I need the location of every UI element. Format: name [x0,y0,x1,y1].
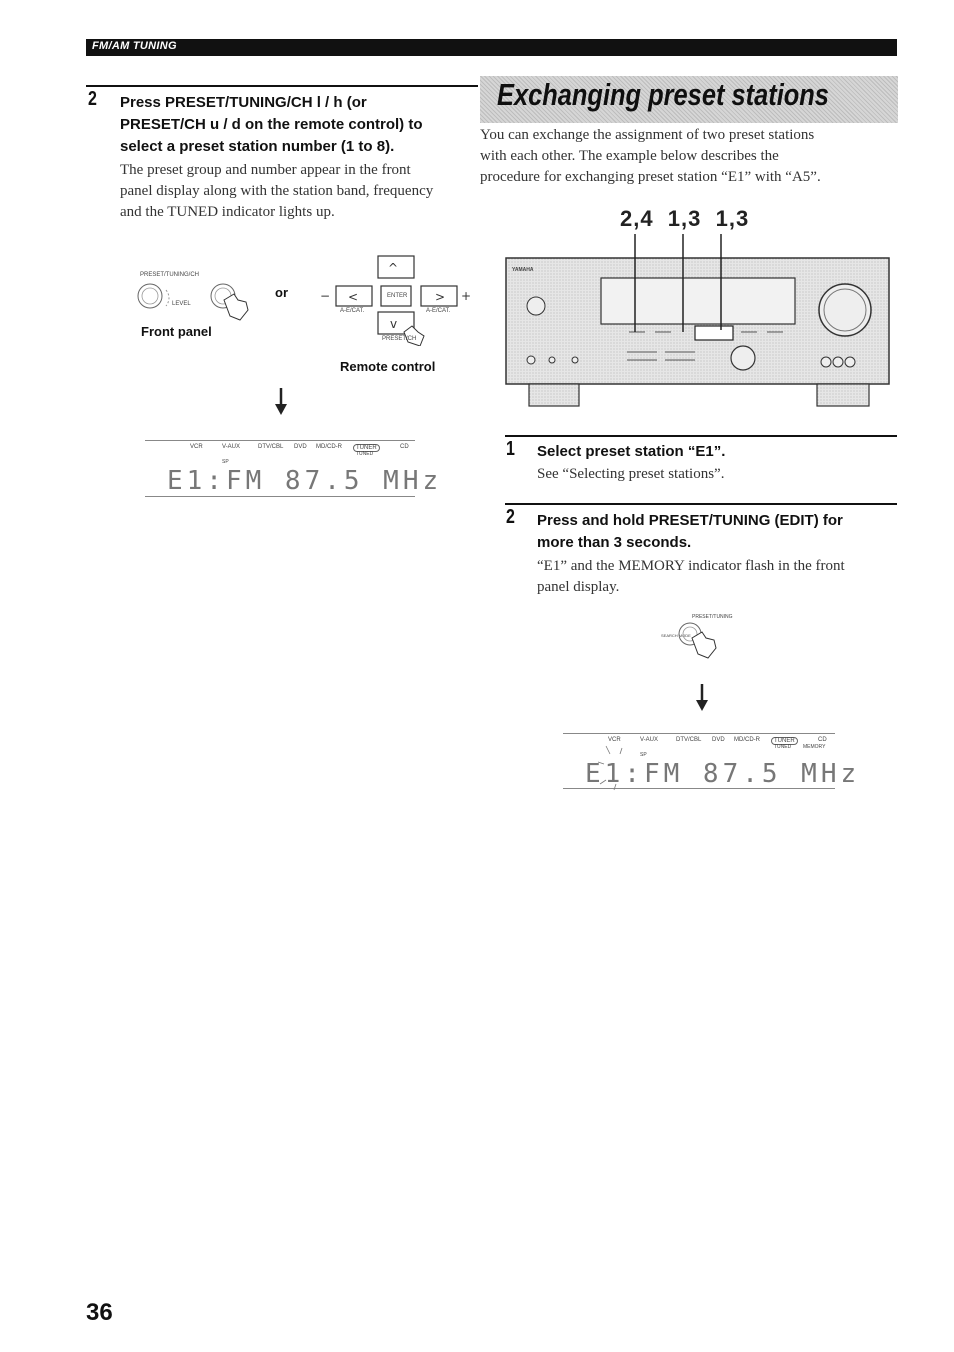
level-label: LEVEL [172,301,191,307]
step-title-line: Press PRESET/TUNING/CH l / h (or [120,94,367,111]
step-title: Select preset station “E1”. [537,443,726,460]
page-number: 36 [86,1299,113,1326]
indicator-vaux: V-AUX [222,444,241,450]
section-header-bar [86,39,897,56]
step-divider [86,85,478,87]
svg-text:>: > [435,290,445,304]
svg-text:+: + [461,289,471,303]
tuned-label: TUNED [774,744,792,750]
svg-text:v: v [390,317,397,331]
brand-logo: YAMAHA [512,267,534,273]
section-header-label: FM/AM TUNING [92,40,177,52]
step-title-line: select a preset station number (1 to 8). [120,138,395,155]
indicator-cd: CD [400,444,409,450]
step-body-line: and the TUNED indicator lights up. [120,204,335,220]
step-body-line: “E1” and the MEMORY indicator flash in t… [537,558,845,574]
indicator-vaux: V-AUX [640,737,659,743]
arrow-down-icon [696,684,708,711]
step-body-line: panel display along with the station ban… [120,183,434,199]
lcd-readout-flashing: E1:FM 87.5 MHz [585,759,861,789]
remote-control-illustration: ^ < > v − + [320,255,471,346]
step-callout-numbers: 2,4 1,3 1,3 [620,206,750,231]
indicator-mdcdr: MD/CD-R [734,737,760,743]
intro-line: You can exchange the assignment of two p… [480,127,815,143]
memory-label: MEMORY [803,744,826,750]
search-mode-label: SEARCH MODE [661,633,691,638]
step-body: See “Selecting preset stations”. [537,466,725,482]
display-top-line [563,733,835,734]
step-divider [505,503,897,505]
step-title-line: PRESET/CH u / d on the remote control) t… [120,116,423,133]
step-number: 2 [88,88,97,110]
tuned-label: TUNED [356,451,374,457]
sp-label: SP [222,459,229,465]
indicator-dvd: DVD [294,444,307,450]
step-number: 1 [506,438,515,460]
svg-text:<: < [348,290,358,304]
category-label-left: A-E/CAT. [340,308,365,314]
svg-text:−: − [320,289,330,303]
lcd-readout: E1:FM 87.5 MHz [167,466,443,496]
indicator-tuner: TUNER [353,444,380,452]
indicator-dtvcbl: DTV/CBL [258,444,284,450]
intro-line: with each other. The example below descr… [480,148,779,164]
indicator-dvd: DVD [712,737,725,743]
arrow-down-icon [275,388,287,415]
edit-knob-illustration [678,622,717,659]
category-label-right: A-E/CAT. [426,308,451,314]
front-panel-caption: Front panel [141,324,212,339]
step-body-line: panel display. [537,579,620,595]
indicator-vcr: VCR [608,737,621,743]
receiver-illustration [505,234,890,407]
enter-label: ENTER [387,293,408,299]
front-panel-knobs-illustration [137,283,249,321]
or-label: or [275,285,288,300]
preset-tuning-knob-label: PRESET/TUNING [692,614,733,620]
display-top-line [145,440,415,441]
step-divider [505,435,897,437]
preset-ch-label: PRESET/CH [382,336,417,342]
display-bottom-line [563,788,835,789]
display-bottom-line [145,496,415,497]
section-title-banner [480,76,898,123]
indicator-cd: CD [818,737,827,743]
indicator-tuner: TUNER [771,737,798,745]
intro-line: procedure for exchanging preset station … [480,169,821,185]
indicator-vcr: VCR [190,444,203,450]
step-title-line: more than 3 seconds. [537,534,692,551]
indicator-mdcdr: MD/CD-R [316,444,342,450]
step-title-line: Press and hold PRESET/TUNING (EDIT) for [537,512,843,529]
sp-label: SP [640,752,647,758]
preset-tuning-label: PRESET/TUNING/CH [140,272,200,278]
svg-text:^: ^ [388,261,398,275]
section-title: Exchanging preset stations [497,77,829,112]
remote-control-caption: Remote control [340,359,436,374]
indicator-dtvcbl: DTV/CBL [676,737,702,743]
step-body-line: The preset group and number appear in th… [120,162,411,178]
flash-rays-icon [597,745,623,791]
step-number: 2 [506,506,515,528]
